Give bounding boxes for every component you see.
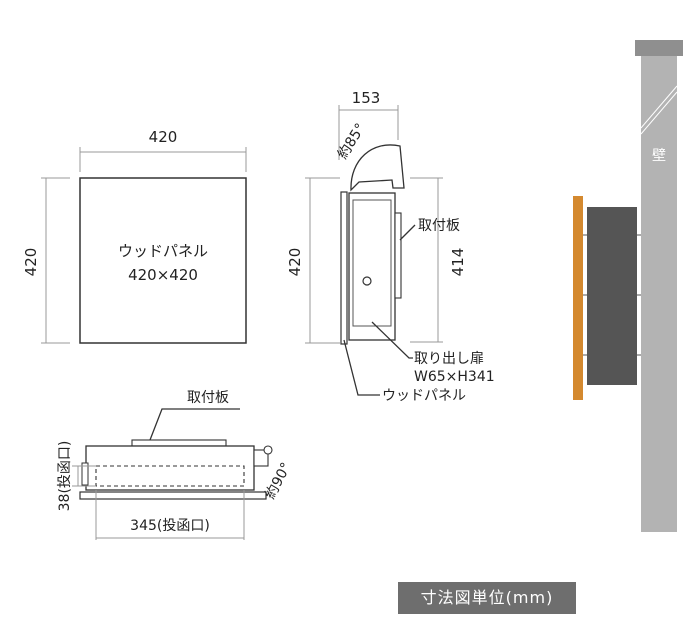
panel-title: ウッドパネル — [118, 242, 208, 260]
top-mount-plate-label: 取付板 — [187, 390, 229, 406]
slot-outline — [95, 465, 245, 487]
wood-panel-front — [79, 177, 247, 344]
wall-cap — [635, 40, 683, 56]
side-mount-plate-label: 取付板 — [418, 218, 460, 234]
side-height-dim: 420 — [286, 248, 304, 277]
top-view: 取付板 38(投函口) 345(投函口) 約90° — [57, 390, 295, 540]
box-body-top — [85, 445, 255, 491]
slot-width-dim: 345(投函口) — [130, 518, 210, 534]
wall — [641, 56, 677, 532]
lid-side — [350, 144, 405, 192]
front-width-dim: 420 — [149, 128, 178, 146]
side-depth-dim: 153 — [352, 89, 381, 107]
lock-icon — [362, 276, 372, 286]
mount-plate-side — [394, 212, 402, 299]
front-height-dim: 420 — [22, 248, 40, 277]
side-wood-panel-label: ウッドパネル — [382, 388, 466, 404]
box-body-side — [348, 192, 396, 341]
panel-size: 420×420 — [128, 266, 198, 284]
slot-height-dim: 38(投函口) — [57, 441, 73, 512]
front-view: 420 420 ウッドパネル 420×420 — [22, 128, 247, 344]
wood-panel-color — [573, 196, 583, 400]
hinge-icon — [263, 445, 273, 455]
wood-panel-side — [340, 191, 348, 345]
side-view: 153 約85° 420 414 取付板 取り出し扉 W65×H341 ウッドパ… — [286, 89, 495, 404]
wall-label: 壁 — [652, 148, 666, 164]
side-inner-height-dim: 414 — [449, 248, 467, 277]
door-label: 取り出し扉 — [414, 351, 484, 367]
wall-view: 壁 — [573, 40, 683, 532]
door-size: W65×H341 — [414, 369, 495, 385]
unit-note: 寸法図単位(mm) — [398, 582, 576, 614]
mailbox-box — [587, 207, 637, 385]
